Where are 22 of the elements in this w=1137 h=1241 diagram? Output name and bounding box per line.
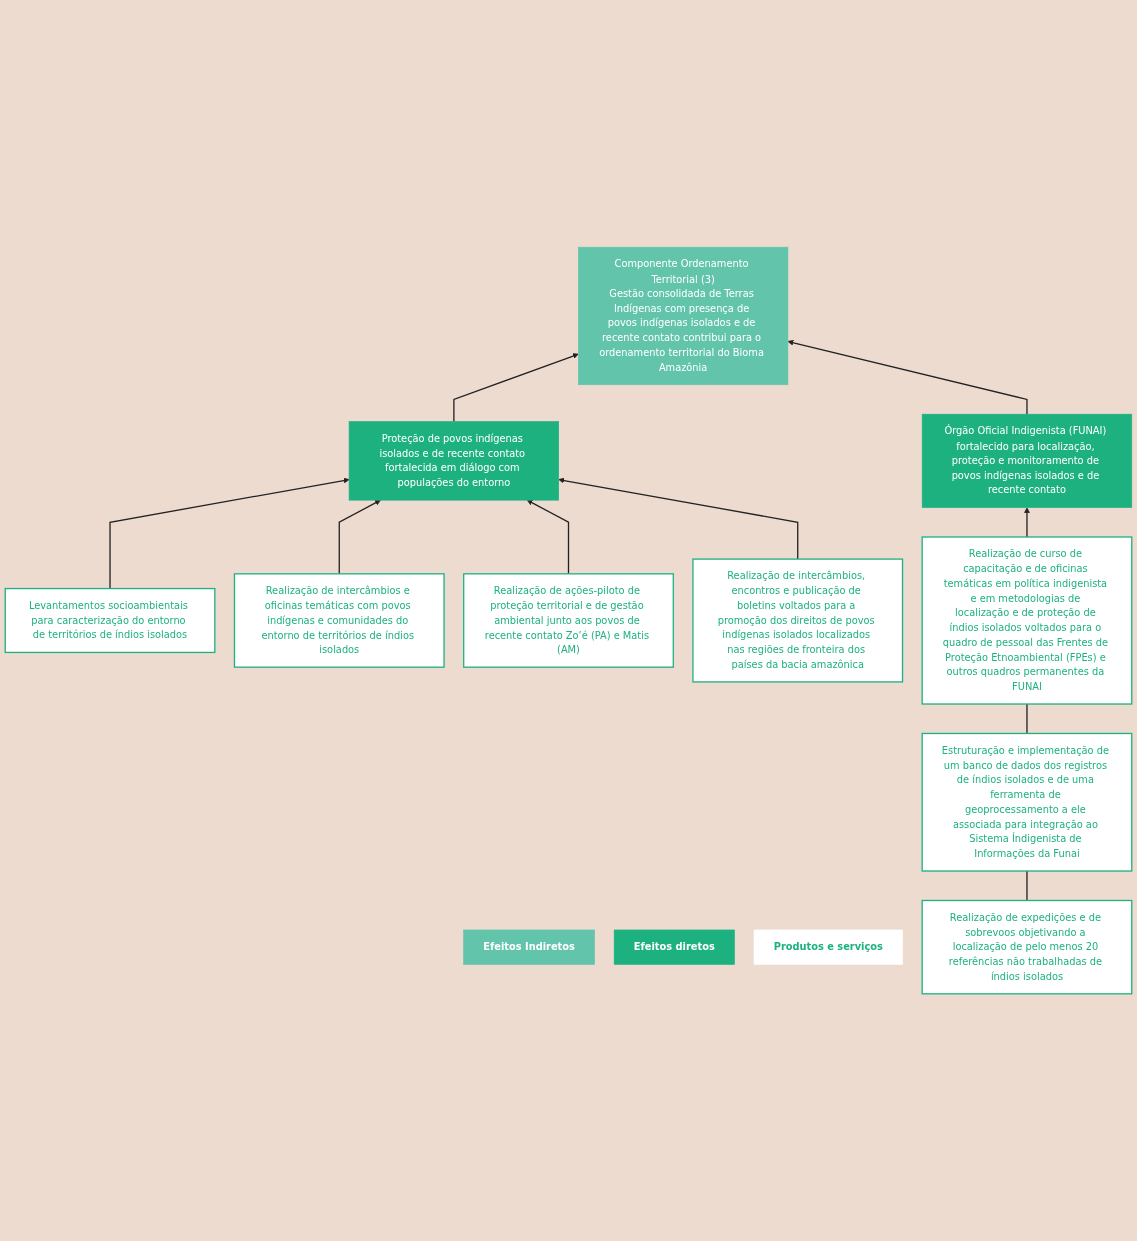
node-box: Realização de curso de capacitação e de oficinas temáticas em política indigenista e em metodologias de localização e de proteção de índios isolados voltados para o quadro de pessoal das Frentes de Proteção Etnoambiental (FPEs) e outros quadros permanentes da FUNAI [921,536,1133,705]
node-box: Produtos e serviços [753,929,903,965]
node-box: Efeitos Indiretos [463,929,595,965]
node-box: Realização de intercâmbios e oficinas temáticas com povos indígenas e comunidades do entorno de territórios de índios isolados [233,573,445,668]
node-box: Estruturação e implementação de um banco de dados dos registros de índios isolados e de uma ferramenta de geoprocessamento a ele associada para integração ao Sistema Índigenista de Informações da Funai [921,732,1133,872]
connector [1026,870,1028,902]
node-box: Levantamentos socioambientais para caracterização do entorno de territórios de índios isolados [4,587,216,654]
node-box: Realização de expedições e de sobrevoos objetivando a localização de pelo menos 20 referências não trabalhadas de índios isolados [921,899,1133,995]
arrow [453,353,579,423]
node-box: Efeitos diretos [613,929,735,965]
node-box: Realização de intercâmbios, encontros e publicação de boletins voltados para a promoção dos direitos de povos indígenas isolados localizados nas regiões de fronteira dos países da bacia amazônica [692,558,904,683]
arrow [787,339,1028,415]
node-box: Componente Ordenamento Territorial (3) Gestão consolidada de Terras Indígenas com presença de povos indígenas isolados e de recente contato contribui para o ordenamento territorial do Bioma Amazônia [578,246,789,386]
arrow [109,477,350,590]
arrow [527,499,570,575]
node-box: Proteção de povos indígenas isolados e de recente contato fortalecida em diálogo com populações do entorno [348,421,559,501]
node-box: Órgão Oficial Indigenista (FUNAI) fortalecido para localização, proteção e monitoramento de povos indígenas isolados e de recente contato [921,413,1133,508]
connector [1026,703,1028,735]
arrow [558,477,799,560]
arrow [1024,507,1030,538]
arrow [338,499,381,575]
node-box: Realização de ações-piloto de proteção territorial e de gestão ambiental junto aos povos de recente contato Zo’é (PA) e Matis (AM) [463,573,674,668]
